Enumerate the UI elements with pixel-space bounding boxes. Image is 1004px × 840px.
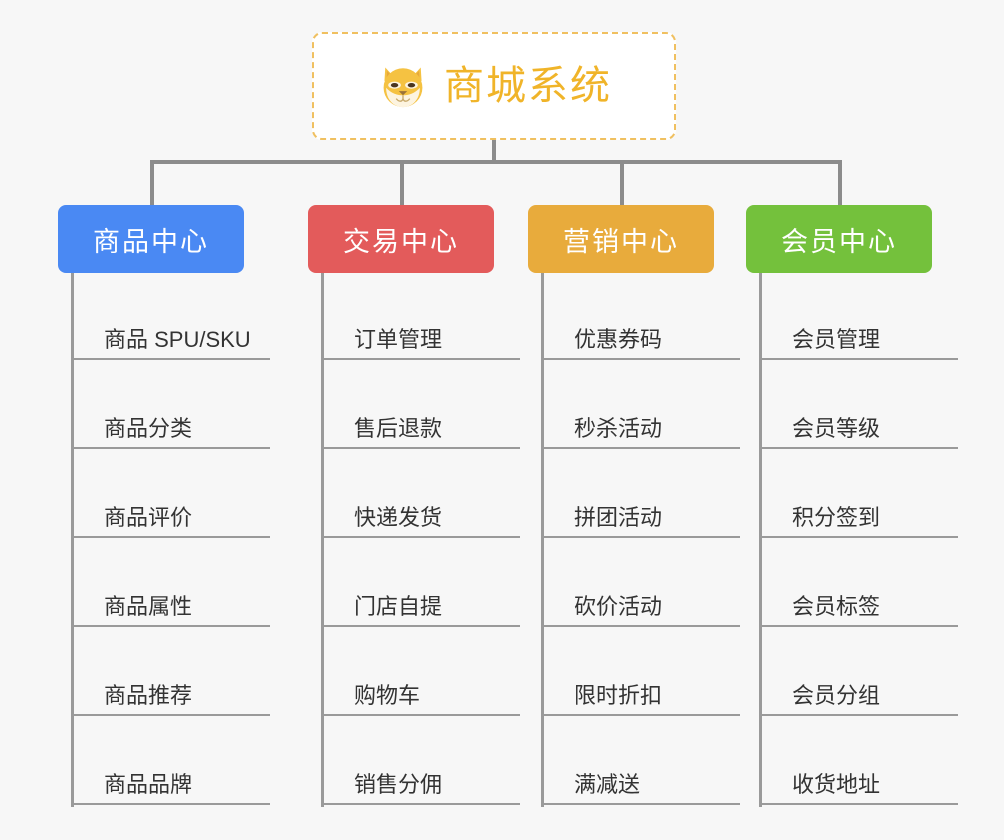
leaf-label: 拼团活动 xyxy=(544,504,740,538)
list-item[interactable]: 满减送 xyxy=(544,718,740,807)
leaf-label: 优惠券码 xyxy=(544,326,740,360)
branch-product-center: 商品中心 商品 SPU/SKU 商品分类 商品评价 商品属性 商品推荐 商品品牌 xyxy=(58,205,270,807)
list-item[interactable]: 会员分组 xyxy=(762,629,958,718)
branch-header-product-center[interactable]: 商品中心 xyxy=(58,205,244,273)
list-item[interactable]: 商品推荐 xyxy=(74,629,270,718)
leaf-label: 会员分组 xyxy=(762,682,958,716)
list-item[interactable]: 快递发货 xyxy=(324,451,520,540)
root-title: 商城系统 xyxy=(444,64,612,108)
branch-items-product-center: 商品 SPU/SKU 商品分类 商品评价 商品属性 商品推荐 商品品牌 xyxy=(71,273,270,807)
leaf-label: 会员等级 xyxy=(762,415,958,449)
list-item[interactable]: 门店自提 xyxy=(324,540,520,629)
list-item[interactable]: 订单管理 xyxy=(324,273,520,362)
branch-marketing-center: 营销中心 优惠券码 秒杀活动 拼团活动 砍价活动 限时折扣 满减送 xyxy=(528,205,740,807)
connector-bus xyxy=(150,160,842,164)
list-item[interactable]: 购物车 xyxy=(324,629,520,718)
leaf-label: 门店自提 xyxy=(324,593,520,627)
leaf-label: 积分签到 xyxy=(762,504,958,538)
branch-title: 交易中心 xyxy=(343,226,459,257)
leaf-label: 订单管理 xyxy=(324,326,520,360)
list-item[interactable]: 收货地址 xyxy=(762,718,958,807)
list-item[interactable]: 拼团活动 xyxy=(544,451,740,540)
leaf-label: 会员管理 xyxy=(762,326,958,360)
leaf-label: 商品属性 xyxy=(74,593,270,627)
list-item[interactable]: 商品属性 xyxy=(74,540,270,629)
list-item[interactable]: 会员管理 xyxy=(762,273,958,362)
leaf-label: 商品分类 xyxy=(74,415,270,449)
list-item[interactable]: 商品 SPU/SKU xyxy=(74,273,270,362)
root-node[interactable]: 商城系统 xyxy=(312,32,676,140)
leaf-label: 商品评价 xyxy=(74,504,270,538)
connector-drop-product-center xyxy=(150,160,154,206)
leaf-label: 购物车 xyxy=(324,682,520,716)
list-item[interactable]: 会员等级 xyxy=(762,362,958,451)
leaf-label: 限时折扣 xyxy=(544,682,740,716)
list-item[interactable]: 销售分佣 xyxy=(324,718,520,807)
leaf-label: 商品品牌 xyxy=(74,771,270,805)
list-item[interactable]: 商品品牌 xyxy=(74,718,270,807)
branch-header-member-center[interactable]: 会员中心 xyxy=(746,205,932,273)
branch-title: 会员中心 xyxy=(781,226,897,257)
list-item[interactable]: 积分签到 xyxy=(762,451,958,540)
leaf-label: 砍价活动 xyxy=(544,593,740,627)
branch-trade-center: 交易中心 订单管理 售后退款 快递发货 门店自提 购物车 销售分佣 xyxy=(308,205,520,807)
branch-title: 商品中心 xyxy=(93,226,209,257)
leaf-label: 快递发货 xyxy=(324,504,520,538)
connector-root-stem xyxy=(492,140,496,164)
branch-header-marketing-center[interactable]: 营销中心 xyxy=(528,205,714,273)
connector-drop-trade-center xyxy=(400,160,404,206)
leaf-label: 会员标签 xyxy=(762,593,958,627)
branch-items-trade-center: 订单管理 售后退款 快递发货 门店自提 购物车 销售分佣 xyxy=(321,273,520,807)
branch-header-trade-center[interactable]: 交易中心 xyxy=(308,205,494,273)
leaf-label: 满减送 xyxy=(544,771,740,805)
branch-member-center: 会员中心 会员管理 会员等级 积分签到 会员标签 会员分组 收货地址 xyxy=(746,205,958,807)
leaf-label: 收货地址 xyxy=(762,771,958,805)
branch-items-member-center: 会员管理 会员等级 积分签到 会员标签 会员分组 收货地址 xyxy=(759,273,958,807)
connector-drop-member-center xyxy=(838,160,842,206)
list-item[interactable]: 会员标签 xyxy=(762,540,958,629)
shiba-dog-face-icon xyxy=(376,59,430,113)
connector-drop-marketing-center xyxy=(620,160,624,206)
list-item[interactable]: 商品分类 xyxy=(74,362,270,451)
list-item[interactable]: 秒杀活动 xyxy=(544,362,740,451)
branch-items-marketing-center: 优惠券码 秒杀活动 拼团活动 砍价活动 限时折扣 满减送 xyxy=(541,273,740,807)
list-item[interactable]: 限时折扣 xyxy=(544,629,740,718)
branch-title: 营销中心 xyxy=(563,226,679,257)
list-item[interactable]: 售后退款 xyxy=(324,362,520,451)
list-item[interactable]: 砍价活动 xyxy=(544,540,740,629)
leaf-label: 销售分佣 xyxy=(324,771,520,805)
leaf-label: 秒杀活动 xyxy=(544,415,740,449)
leaf-label: 商品 SPU/SKU xyxy=(74,326,270,360)
leaf-label: 售后退款 xyxy=(324,415,520,449)
list-item[interactable]: 商品评价 xyxy=(74,451,270,540)
leaf-label: 商品推荐 xyxy=(74,682,270,716)
list-item[interactable]: 优惠券码 xyxy=(544,273,740,362)
